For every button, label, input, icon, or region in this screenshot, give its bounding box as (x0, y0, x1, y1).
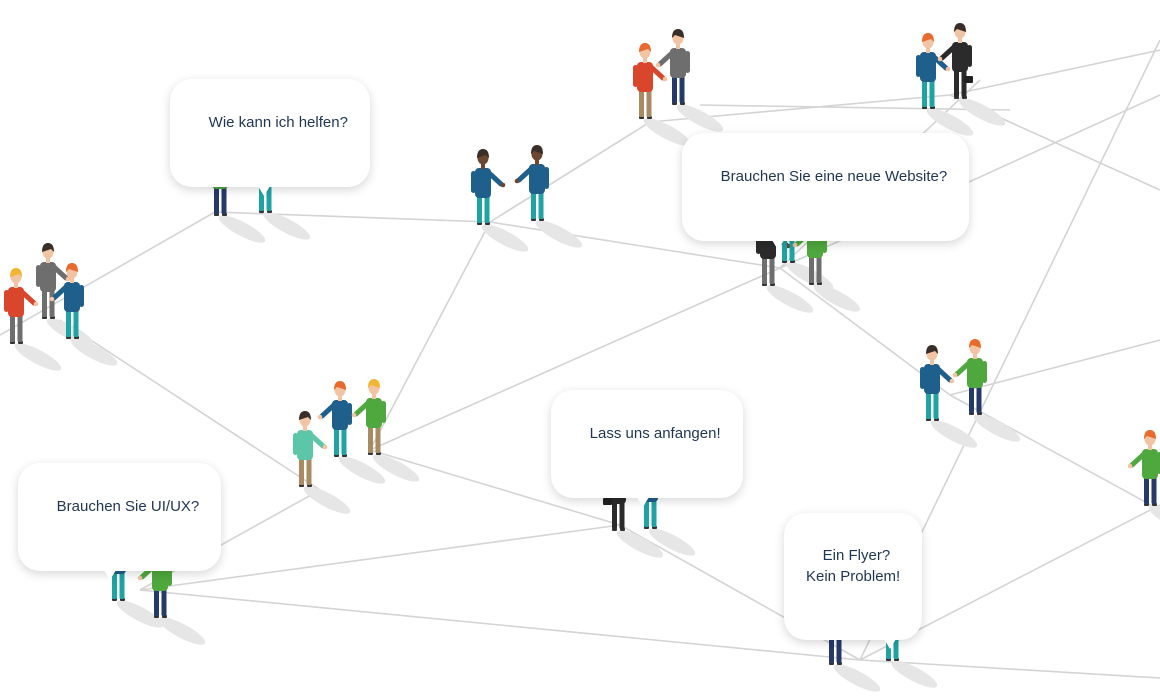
speech-bubble-flyer-text: Ein Flyer? Kein Problem! (806, 547, 901, 585)
connection-line (369, 221, 491, 451)
speech-bubble-uiux-text: Brauchen Sie UI/UX? (56, 498, 200, 515)
person-shadow (958, 98, 1006, 126)
person-shadow (676, 104, 724, 132)
speech-bubble-help: Wie kann ich helfen? (170, 79, 370, 196)
connection-line (859, 659, 1160, 679)
connection-line (949, 49, 1160, 96)
connection-line (369, 267, 781, 451)
connection-line (699, 104, 1011, 111)
person-figure (293, 411, 328, 487)
person-shadow (338, 456, 386, 484)
person-figure (514, 145, 549, 221)
speech-bubble-flyer: Ein Flyer? Kein Problem! (784, 513, 923, 649)
person-shadow (813, 284, 861, 312)
person-shadow (616, 530, 664, 558)
person-shadow (973, 414, 1021, 442)
person-shadow (481, 224, 529, 252)
person-shadow (535, 220, 583, 248)
connection-line (489, 221, 781, 269)
speech-bubble-help-text: Wie kann ich helfen? (208, 114, 348, 131)
briefcase-icon (603, 498, 612, 505)
person-figure (1127, 430, 1160, 506)
person-shadow (1148, 505, 1160, 533)
connection-line (489, 121, 651, 223)
connection-line (949, 339, 1160, 396)
person-figure (655, 29, 690, 105)
person-shadow (890, 660, 938, 688)
person-shadow (158, 617, 206, 645)
person-shadow (766, 285, 814, 313)
person-shadow (648, 528, 696, 556)
person-shadow (372, 454, 420, 482)
person-figure (633, 43, 668, 119)
person-figure (920, 345, 955, 421)
person-shadow (263, 212, 311, 240)
person-shadow (70, 338, 118, 366)
person-figure (4, 268, 39, 344)
connection-line (59, 319, 321, 491)
person-shadow (116, 600, 164, 628)
connection-line (139, 589, 861, 661)
speech-bubble-website-text: Brauchen Sie eine neue Website? (720, 168, 948, 185)
person-shadow (303, 486, 351, 514)
connection-line (139, 524, 621, 591)
connection-line (0, 211, 216, 336)
speech-bubble-start-text: Lass uns anfangen! (589, 425, 721, 442)
connection-line (949, 394, 1160, 511)
person-figure (471, 149, 506, 225)
person-figure (937, 23, 972, 99)
speech-bubble-uiux: Brauchen Sie UI/UX? (18, 463, 222, 580)
person-shadow (833, 664, 881, 692)
person-shadow (643, 118, 691, 146)
connection-line (214, 211, 491, 223)
person-shadow (930, 420, 978, 448)
person-shadow (14, 343, 62, 371)
person-shadow (926, 108, 974, 136)
speech-bubble-website: Brauchen Sie eine neue Website? (682, 133, 970, 250)
person-figure (317, 381, 352, 457)
speech-bubble-start: Lass uns anfangen! (551, 390, 743, 507)
connection-line (369, 449, 621, 526)
person-figure (351, 379, 386, 455)
person-figure (952, 339, 987, 415)
person-shadow (218, 215, 266, 243)
briefcase-icon (964, 76, 973, 83)
person-figure (916, 33, 951, 109)
person-figure (49, 263, 84, 339)
